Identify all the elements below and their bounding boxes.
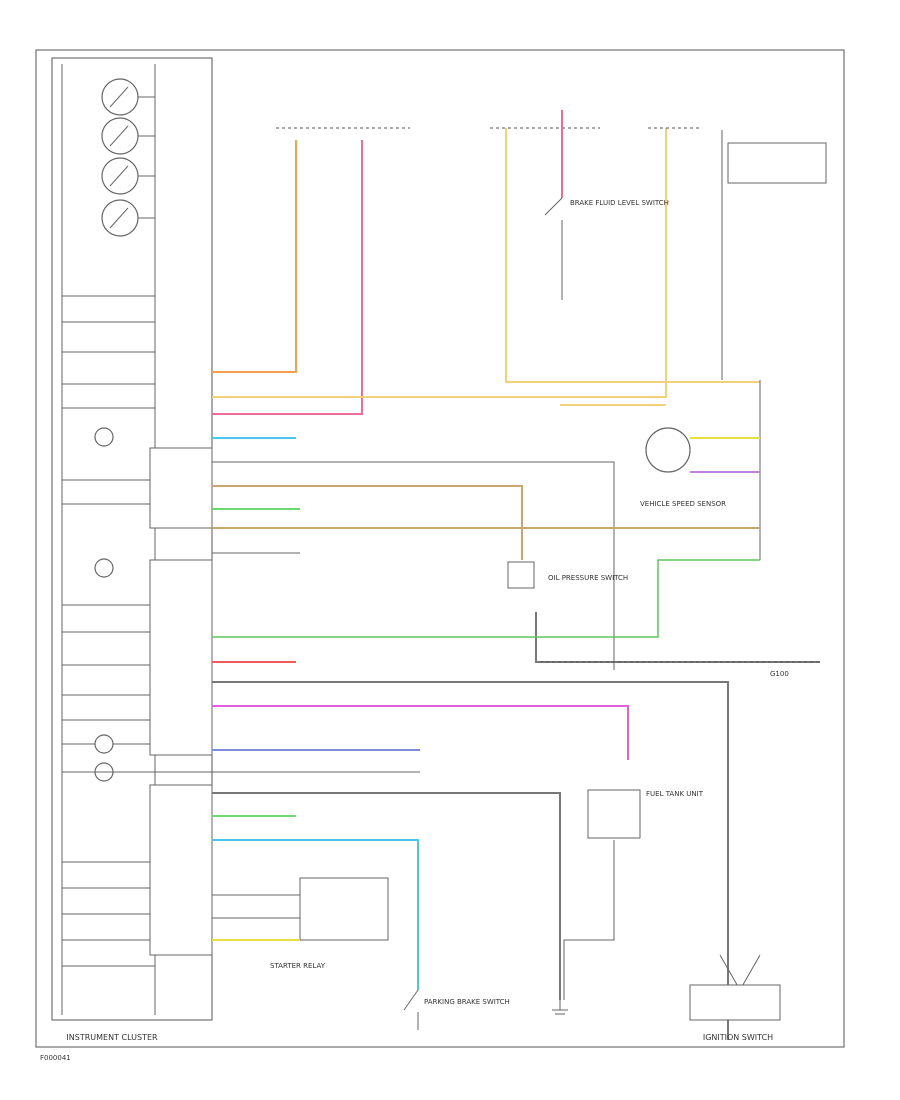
- indicator-ladder: [62, 295, 155, 967]
- wire-cyan-long: [212, 839, 419, 990]
- wire-gray-1: [212, 461, 615, 670]
- vss-label: VEHICLE SPEED SENSOR: [640, 500, 726, 508]
- wire-green-long: [212, 559, 760, 638]
- ground-icon: [552, 1000, 568, 1015]
- wire-magenta: [212, 705, 629, 760]
- fuel-gauge-icon: [101, 117, 139, 155]
- ignition-switch-label: IGNITION SWITCH: [703, 1033, 773, 1042]
- cluster-connector-c3: [149, 784, 213, 956]
- wire-pink-ign: [212, 140, 363, 415]
- page-id: F000041: [40, 1054, 71, 1062]
- vss-box: [727, 142, 827, 184]
- fuel-tank-label: FUEL TANK UNIT: [646, 790, 704, 798]
- wire-tan-lamps: [212, 128, 667, 398]
- high-beam-icon: [94, 734, 114, 754]
- wire-gray-right: [212, 681, 729, 1040]
- wire-tan-lamps-2: [505, 128, 760, 383]
- gauge-group: [101, 78, 155, 237]
- low-coolant-icon: [94, 558, 114, 578]
- voltmeter-gauge-icon: [101, 199, 139, 237]
- instrument-cluster-box: [51, 57, 213, 1021]
- cluster-connector-c2: [149, 559, 213, 756]
- starter-relay-label: STARTER RELAY: [270, 962, 326, 970]
- fuel-tank-unit: [587, 789, 641, 839]
- starter-relay-box: [299, 877, 389, 941]
- diagram-border: [35, 49, 845, 1048]
- coolant-gauge-icon: [101, 78, 139, 116]
- cluster-title: INSTRUMENT CLUSTER: [66, 1033, 158, 1042]
- wire-orange-batt: [212, 140, 297, 373]
- oil-pressure-gauge-icon: [101, 157, 139, 195]
- vss-sensor-icon: [645, 427, 691, 473]
- parking-brake-switch-icon: [403, 989, 419, 1030]
- brake-switch-label: BRAKE FLUID LEVEL SWITCH: [570, 199, 669, 207]
- oil-pressure-label: OIL PRESSURE SWITCH: [548, 574, 628, 582]
- oil-pressure-switch: [507, 561, 535, 589]
- cluster-connector-c1: [149, 447, 213, 529]
- parking-brake-label: PARKING BRAKE SWITCH: [424, 998, 510, 1006]
- wire-brown-1: [212, 485, 523, 560]
- ground-label: G100: [770, 670, 789, 678]
- left-turn-icon: [94, 427, 114, 447]
